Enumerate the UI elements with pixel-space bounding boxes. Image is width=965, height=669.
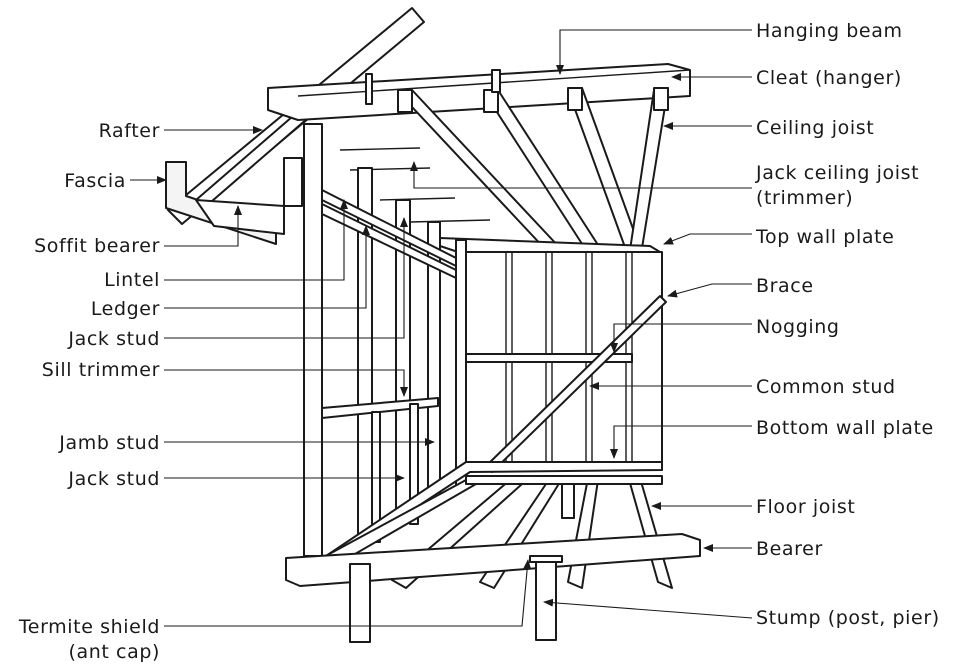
leader-lines — [130, 29, 753, 627]
label-jamb-stud: Jamb stud — [58, 432, 160, 454]
label-rafter: Rafter — [99, 120, 160, 142]
label-lintel: Lintel — [104, 269, 160, 291]
label-stump: Stump (post, pier) — [756, 607, 940, 629]
label-nogging: Nogging — [756, 316, 840, 338]
ceiling-joist-4 — [629, 87, 669, 251]
label-bottom-wall-plate: Bottom wall plate — [756, 417, 934, 439]
label-sill-trimmer: Sill trimmer — [42, 359, 160, 381]
label-jack-ceiling-joist: Jack ceiling joist — [755, 162, 919, 184]
label-jack-stud-lower: Jack stud — [67, 468, 160, 490]
cleat-member — [365, 73, 373, 105]
termite-shield-cap — [529, 555, 563, 563]
stump-3 — [561, 483, 575, 519]
corner-post — [303, 123, 323, 557]
label-ant-cap: (ant cap) — [68, 641, 160, 663]
label-trimmer: (trimmer) — [756, 187, 853, 209]
label-soffit-bearer: Soffit bearer — [34, 235, 160, 257]
ledger-member — [321, 203, 457, 279]
hanging-beam-member — [267, 63, 691, 121]
stump-1 — [349, 563, 371, 643]
label-ceiling-joist: Ceiling joist — [756, 117, 874, 139]
label-top-wall-plate: Top wall plate — [755, 226, 894, 248]
label-brace: Brace — [756, 275, 814, 297]
floor-joist-5 — [627, 475, 673, 589]
label-cleat-hanger: Cleat (hanger) — [756, 67, 902, 89]
label-termite-shield: Termite shield — [18, 616, 160, 638]
label-fascia: Fascia — [64, 170, 126, 192]
sill-trimmer-member — [321, 397, 439, 419]
label-hanging-beam: Hanging beam — [756, 20, 903, 42]
stump-2 — [535, 559, 557, 641]
label-common-stud: Common stud — [756, 376, 896, 398]
label-bearer: Bearer — [756, 538, 823, 560]
timber-frame-drawing — [165, 7, 701, 643]
label-ledger: Ledger — [91, 298, 160, 320]
label-floor-joist: Floor joist — [756, 496, 855, 518]
bearer-member — [285, 533, 701, 587]
nogging-member — [465, 353, 633, 363]
labels: Hanging beam Cleat (hanger) Ceiling jois… — [18, 20, 940, 663]
lintel-member — [321, 189, 457, 267]
soffit-bearer-member — [195, 199, 285, 235]
label-jack-stud-upper: Jack stud — [67, 328, 160, 350]
